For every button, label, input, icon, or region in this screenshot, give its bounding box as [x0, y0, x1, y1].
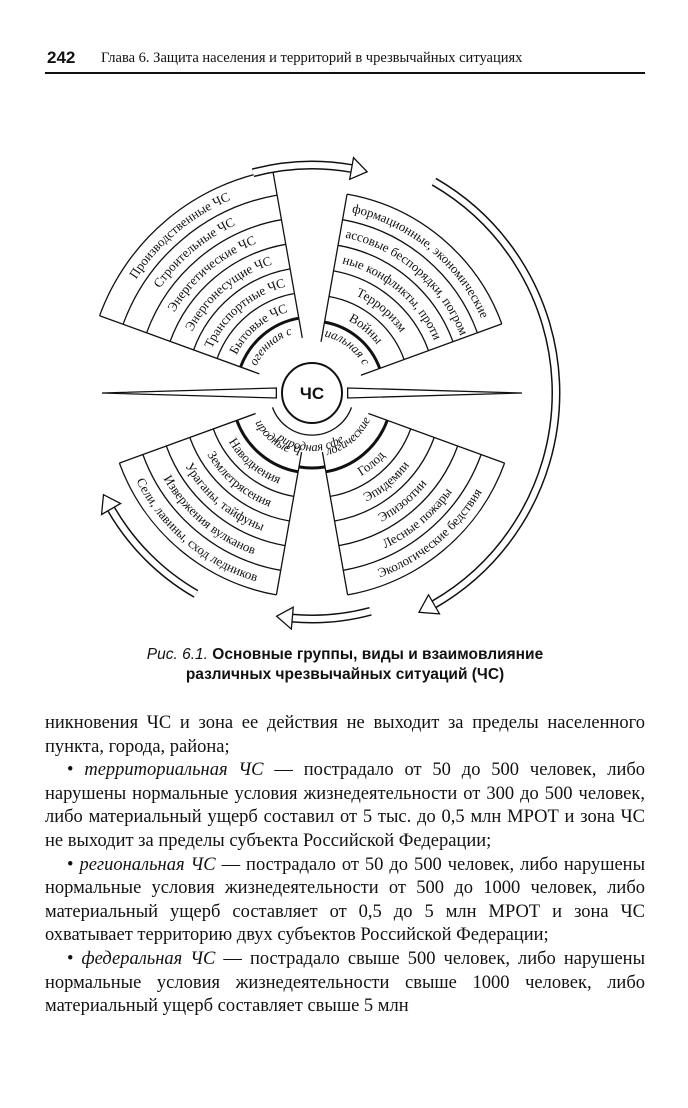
natural-ring-5 [118, 462, 277, 596]
body-text: никновения ЧС и зона ее действия не выхо… [45, 712, 645, 1019]
technogenic-edge-1 [272, 170, 303, 338]
biological-ring-2 [334, 437, 435, 522]
social-edge-1 [360, 323, 503, 376]
social-ring-1 [328, 295, 405, 360]
social-ring-2 [333, 270, 430, 351]
arrow-bottom-left-head [100, 493, 122, 516]
natural-edge-1 [119, 412, 256, 464]
wedge-right [346, 387, 523, 399]
social-ring-4 [342, 219, 479, 334]
biological-ring-1 [330, 428, 412, 498]
text-regional: — пострадало от 50 до 500 человек, либо … [45, 854, 646, 946]
technogenic-ring-3 [169, 243, 286, 342]
caption-line-1: Основные группы, виды и взаимовлияние [212, 646, 544, 663]
arrow-top-head [348, 156, 369, 181]
arrow-bottom-left-outline [107, 506, 199, 598]
biological-ring-5 [347, 462, 506, 596]
biological-ring-4 [343, 454, 482, 571]
technogenic-ring-5 [122, 194, 278, 325]
page-header: 242 Глава 6. Защита населения и территор… [45, 46, 645, 74]
arrow-outer-right-fill [432, 179, 559, 607]
arrow-bottom-left-fill [108, 507, 198, 597]
wedge-left [101, 387, 278, 399]
center-label: ЧС [300, 384, 324, 403]
natural-ring-1 [212, 428, 294, 498]
term-federal: федеральная ЧС [81, 948, 216, 969]
technogenic-ring-2 [192, 268, 291, 351]
bullet: • [67, 854, 74, 875]
list-item-territorial: • территориальная ЧС — пострадало от 50 … [45, 759, 645, 853]
technogenic-ring-4 [145, 219, 282, 334]
page-number: 242 [47, 48, 76, 67]
bullet: • [67, 948, 74, 969]
figure-caption: Рис. 6.1. Основные группы, виды и взаимо… [40, 645, 650, 685]
arrow-bottom-head [275, 606, 295, 631]
list-item-federal: • федеральная ЧС — пострадало свыше 500 … [45, 948, 645, 1019]
natural-sphere-inner [271, 407, 353, 436]
caption-prefix: Рис. 6.1. [146, 646, 208, 663]
center-circle [281, 362, 343, 424]
natural-sphere-arc [298, 465, 326, 470]
text-federal: — пострадало свыше 500 человек, либо нар… [45, 948, 646, 1017]
biological-item-0: Голод [355, 447, 388, 478]
arrow-bottom-fill [292, 608, 372, 622]
biological-item-0-text: Голод [355, 447, 388, 478]
technogenic-ring-0 [239, 316, 300, 368]
running-head: Глава 6. Защита населения и территорий в… [101, 50, 523, 66]
technogenic-edge-0 [99, 315, 260, 375]
biological-ring-3 [338, 445, 459, 547]
social-ring-5 [346, 193, 503, 325]
bullet: • [67, 760, 74, 781]
list-item-regional: • региональная ЧС — пострадало от 50 до … [45, 854, 645, 948]
natural-ring-3 [165, 445, 286, 547]
technogenic-ring-1 [216, 292, 295, 359]
term-regional: региональная ЧС [79, 854, 216, 875]
caption-line-2: различных чрезвычайных ситуаций (ЧС) [185, 666, 505, 683]
natural-ring-4 [142, 454, 281, 571]
arrow-top-fill [252, 162, 353, 176]
biological-edge-0 [368, 412, 505, 464]
term-territorial: территориальная ЧС [84, 760, 264, 781]
social-ring-3 [337, 244, 454, 342]
natural-ring-0 [235, 419, 299, 474]
paragraph-continuation: никновения ЧС и зона ее действия не выхо… [45, 713, 645, 757]
natural-edge-0 [275, 451, 303, 595]
text-territorial: — пострадало от 50 до 500 человек, либо … [45, 760, 646, 851]
social-edge-0 [320, 193, 348, 342]
biological-edge-1 [321, 451, 349, 595]
arrow-outer-right-head [417, 593, 441, 615]
biological-ring-0 [325, 419, 389, 474]
technogenic-ring-6 [98, 169, 273, 316]
social-ring-0 [324, 320, 382, 369]
natural-ring-2 [189, 437, 290, 522]
